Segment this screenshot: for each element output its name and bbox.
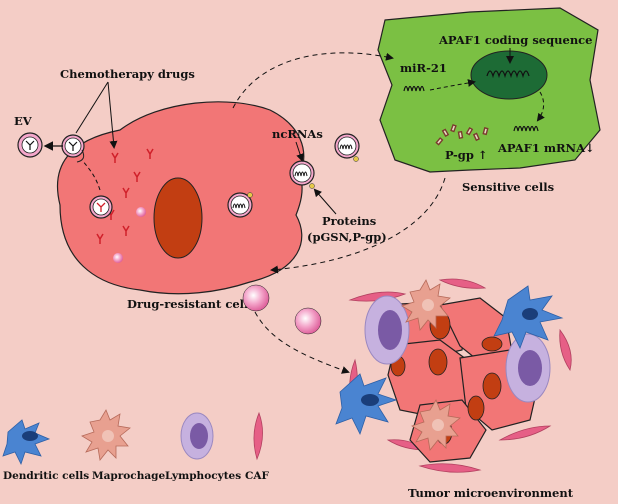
apaf1-mrna-icon [513,125,539,132]
legend-label-caf: CAF [245,470,270,482]
vesicle-icon [242,284,270,312]
proteins-label-2: (pGSN,P-gp) [307,230,387,244]
apaf1-coding-label: APAF1 coding sequence [438,33,593,47]
vesicle-icon [294,307,322,335]
chemo-label: Chemotherapy drugs [60,67,195,81]
ev-with-rna-inside [227,192,253,218]
drug-resistant-label: Drug-resistant cell [127,297,249,311]
ev-label: EV [14,114,33,128]
macrophage-icon [81,409,131,461]
apaf1-mrna-label: APAF1 mRNA↓ [497,141,595,155]
small-vesicle-icon [136,207,146,217]
drug-resistant-cell [56,101,305,295]
sensitive-label: Sensitive cells [462,180,554,194]
dendritic-cell-icon [2,419,51,466]
legend-label-lymphocytes: Lymphocytes [165,470,241,482]
ev-released [17,132,43,158]
macrophage-cells [401,279,461,451]
proteins-label-1: Proteins [322,214,376,228]
legend: Dendritic cells Maprochage Lymphocytes C… [2,409,270,482]
mir21-label: miR-21 [400,61,447,75]
legend-label-macrophage: Maprochage [92,470,165,482]
ncrnas-label: ncRNAs [272,127,323,141]
feedback-arrow-to-resistant [270,177,446,274]
chemo-pointer [107,81,118,149]
tumor-microenvironment [335,278,572,473]
mrna-arrow [536,91,545,122]
proteins-pointer [313,188,337,215]
lymphocyte-cells [364,295,551,403]
transfer-arrow-to-sensitive [232,52,394,109]
chemo-pointer [75,81,109,134]
sensitive-nucleus-icon [470,50,548,100]
free-ev-rna [334,133,360,162]
arrow-to-tumor [254,311,350,374]
pgp-molecule-icons [435,123,489,146]
sensitive-cell [377,7,601,173]
ev-inside-cell [89,195,113,219]
legend-label-dendritic: Dendritic cells [3,470,89,482]
tumor-env-label: Tumor microenvironment [408,486,574,499]
mir21-rna-icon [403,85,425,92]
budding-ev-rna [289,160,315,189]
ncrnas-pointer [295,141,304,162]
small-vesicle-icon [113,253,123,263]
pgp-label: P-gp ↑ [445,148,488,162]
lymphocyte-icon [180,412,214,460]
caf-icon [253,411,263,461]
nucleus-icon [153,177,203,259]
dendritic-cells [335,285,564,436]
